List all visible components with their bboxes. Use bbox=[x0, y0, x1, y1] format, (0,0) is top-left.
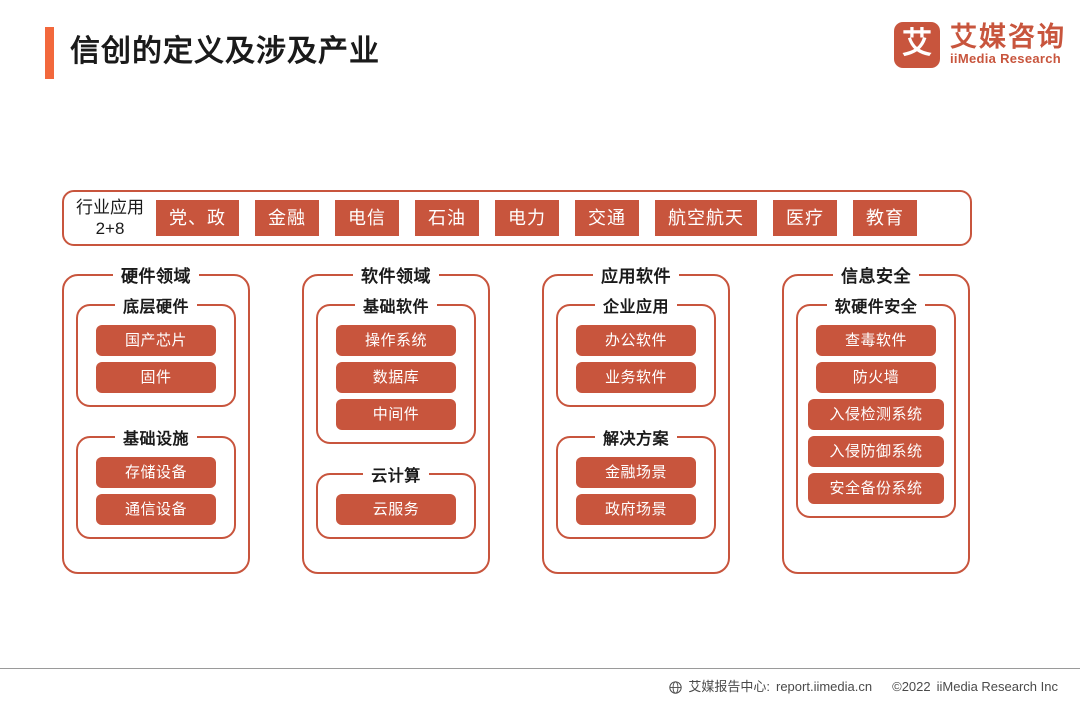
title-accent-bar bbox=[45, 27, 54, 79]
globe-icon bbox=[669, 680, 683, 694]
industry-tag[interactable]: 金融 bbox=[255, 200, 319, 236]
industry-tag[interactable]: 医疗 bbox=[773, 200, 837, 236]
logo-name-cn: 艾媒咨询 bbox=[950, 22, 1066, 52]
brand-logo: 艾 艾媒咨询 iiMedia Research bbox=[894, 22, 1066, 68]
industry-tag[interactable]: 交通 bbox=[575, 200, 639, 236]
domain-item-tag[interactable]: 防火墙 bbox=[816, 362, 936, 393]
domain-column: 软件领域基础软件操作系统数据库中间件云计算云服务 bbox=[302, 262, 490, 574]
domain-item-tag[interactable]: 入侵防御系统 bbox=[808, 436, 944, 467]
domain-group-title: 底层硬件 bbox=[122, 299, 189, 316]
domain-group-box: 软硬件安全查毒软件防火墙入侵检测系统入侵防御系统安全备份系统 bbox=[796, 293, 956, 518]
industry-bar-label: 行业应用 2+8 bbox=[74, 197, 146, 239]
industry-bar-label-line2: 2+8 bbox=[95, 219, 125, 238]
industry-tag[interactable]: 石油 bbox=[415, 200, 479, 236]
domain-column-title: 信息安全 bbox=[841, 267, 911, 286]
logo-text: 艾媒咨询 iiMedia Research bbox=[950, 23, 1066, 67]
domain-item-tag[interactable]: 存储设备 bbox=[96, 457, 216, 488]
footer-source-label: 艾媒报告中心: bbox=[688, 679, 770, 694]
domain-group-box: 企业应用办公软件业务软件 bbox=[556, 293, 716, 407]
footer-company: iiMedia Research Inc bbox=[936, 679, 1058, 694]
logo-mark-icon: 艾 bbox=[894, 22, 940, 68]
domain-item-tag[interactable]: 查毒软件 bbox=[816, 325, 936, 356]
industry-tag[interactable]: 党、政 bbox=[156, 200, 239, 236]
domain-column: 信息安全软硬件安全查毒软件防火墙入侵检测系统入侵防御系统安全备份系统 bbox=[782, 262, 970, 574]
domain-group-title: 云计算 bbox=[371, 468, 421, 485]
domain-column-box: 应用软件企业应用办公软件业务软件解决方案金融场景政府场景 bbox=[542, 262, 730, 574]
domain-column-title: 软件领域 bbox=[361, 267, 431, 286]
industry-application-bar: 行业应用 2+8 党、政金融电信石油电力交通航空航天医疗教育 bbox=[62, 190, 972, 246]
domain-item-tag[interactable]: 办公软件 bbox=[576, 325, 696, 356]
industry-tag[interactable]: 电力 bbox=[495, 200, 559, 236]
domain-item-tag[interactable]: 固件 bbox=[96, 362, 216, 393]
footer-copyright: ©2022 bbox=[892, 679, 931, 694]
domain-group-box: 底层硬件国产芯片固件 bbox=[76, 293, 236, 407]
domain-item-tag[interactable]: 数据库 bbox=[336, 362, 456, 393]
domain-item-tag[interactable]: 国产芯片 bbox=[96, 325, 216, 356]
domain-column: 硬件领域底层硬件国产芯片固件基础设施存储设备通信设备 bbox=[62, 262, 250, 574]
footer-divider bbox=[0, 668, 1080, 669]
domain-group-title: 企业应用 bbox=[602, 299, 669, 316]
industry-tag[interactable]: 教育 bbox=[853, 200, 917, 236]
domain-group-title: 软硬件安全 bbox=[834, 299, 918, 316]
domain-group-box: 解决方案金融场景政府场景 bbox=[556, 425, 716, 539]
domain-column-box: 硬件领域底层硬件国产芯片固件基础设施存储设备通信设备 bbox=[62, 262, 250, 574]
industry-tag[interactable]: 电信 bbox=[335, 200, 399, 236]
domain-group-box: 云计算云服务 bbox=[316, 462, 476, 539]
industry-tag-list: 党、政金融电信石油电力交通航空航天医疗教育 bbox=[156, 200, 962, 236]
domain-group-box: 基础设施存储设备通信设备 bbox=[76, 425, 236, 539]
domain-item-tag[interactable]: 政府场景 bbox=[576, 494, 696, 525]
domain-item-tag[interactable]: 入侵检测系统 bbox=[808, 399, 944, 430]
domain-column-list: 硬件领域底层硬件国产芯片固件基础设施存储设备通信设备软件领域基础软件操作系统数据… bbox=[62, 262, 972, 574]
domain-item-tag[interactable]: 云服务 bbox=[336, 494, 456, 525]
domain-item-tag[interactable]: 金融场景 bbox=[576, 457, 696, 488]
domain-item-tag[interactable]: 业务软件 bbox=[576, 362, 696, 393]
domain-item-tag[interactable]: 安全备份系统 bbox=[808, 473, 944, 504]
page-footer: 艾媒报告中心: report.iimedia.cn ©2022 iiMedia … bbox=[669, 678, 1058, 696]
page-header: 信创的定义及涉及产业 艾 艾媒咨询 iiMedia Research bbox=[0, 0, 1080, 110]
domain-item-tag[interactable]: 通信设备 bbox=[96, 494, 216, 525]
domain-column-box: 信息安全软硬件安全查毒软件防火墙入侵检测系统入侵防御系统安全备份系统 bbox=[782, 262, 970, 574]
domain-group-title: 解决方案 bbox=[602, 431, 669, 448]
domain-column-title: 应用软件 bbox=[601, 267, 671, 286]
logo-name-en: iiMedia Research bbox=[950, 51, 1062, 66]
industry-bar-label-line1: 行业应用 bbox=[76, 198, 144, 217]
domain-item-tag[interactable]: 操作系统 bbox=[336, 325, 456, 356]
domain-group-title: 基础软件 bbox=[362, 299, 429, 316]
domain-column: 应用软件企业应用办公软件业务软件解决方案金融场景政府场景 bbox=[542, 262, 730, 574]
domain-item-tag[interactable]: 中间件 bbox=[336, 399, 456, 430]
domain-column-title: 硬件领域 bbox=[121, 267, 191, 286]
domain-group-title: 基础设施 bbox=[122, 431, 189, 448]
domain-group-box: 基础软件操作系统数据库中间件 bbox=[316, 293, 476, 444]
domain-column-box: 软件领域基础软件操作系统数据库中间件云计算云服务 bbox=[302, 262, 490, 574]
page-title: 信创的定义及涉及产业 bbox=[70, 35, 380, 68]
footer-source-url[interactable]: report.iimedia.cn bbox=[776, 679, 873, 694]
industry-tag[interactable]: 航空航天 bbox=[655, 200, 757, 236]
industry-architecture-diagram: 行业应用 2+8 党、政金融电信石油电力交通航空航天医疗教育 硬件领域底层硬件国… bbox=[62, 190, 972, 574]
